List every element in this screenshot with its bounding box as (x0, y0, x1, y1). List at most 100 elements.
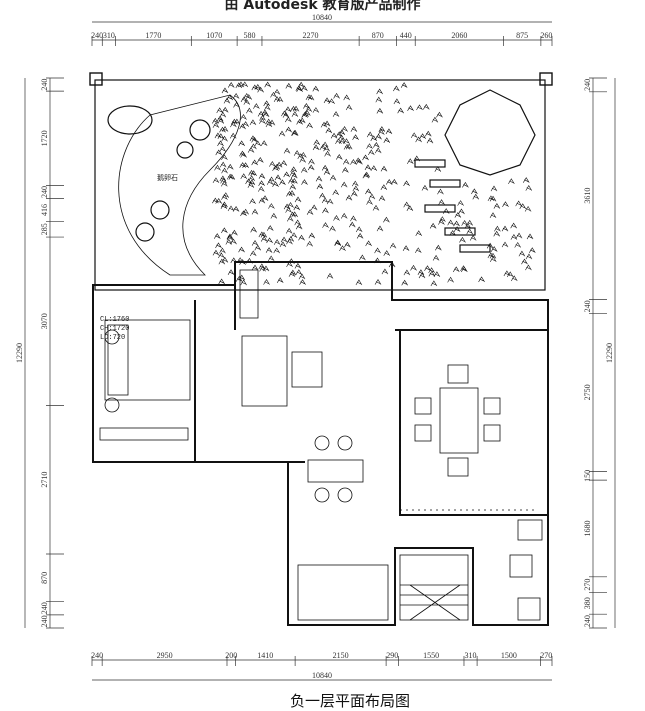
shrub-mark (306, 209, 314, 215)
shrub-mark (294, 262, 302, 269)
shrub-mark (330, 132, 338, 139)
shrub-mark (259, 114, 266, 121)
shrub-mark (249, 250, 257, 257)
shrub-mark (323, 97, 331, 104)
shrub-mark (397, 107, 404, 114)
shrub-mark (306, 122, 313, 129)
storage-shelves (297, 564, 389, 621)
shrub-mark (219, 126, 226, 133)
shrub-mark (282, 112, 290, 118)
shrub-mark (323, 169, 331, 175)
shrub-mark (288, 190, 296, 196)
shrub-mark (290, 172, 298, 179)
shrub-mark (215, 149, 222, 156)
shrub-mark (338, 134, 345, 141)
shrub-mark (214, 164, 221, 171)
shrub-mark (219, 146, 226, 152)
shrub-mark (426, 137, 434, 144)
shrub-mark (407, 105, 414, 111)
shrub-mark (431, 116, 439, 123)
shrub-mark (383, 137, 391, 143)
shrub-mark (518, 250, 526, 257)
shrub-mark (494, 225, 501, 232)
shrub-mark (266, 225, 274, 231)
dimension-label: 290 (386, 651, 398, 660)
shrub-mark (393, 98, 401, 105)
shrub-mark (376, 225, 384, 232)
dimension-label: 310 (465, 651, 477, 660)
shrub-mark (212, 122, 220, 128)
column (539, 72, 553, 86)
shrub-mark (223, 97, 231, 104)
shrub-mark (365, 240, 372, 247)
shrub-mark (298, 117, 306, 124)
dimension-label: 240 (40, 602, 49, 614)
shrub-mark (321, 141, 329, 148)
shrub-mark (312, 107, 320, 113)
shrub-mark (410, 132, 418, 139)
shrub-mark (502, 201, 509, 207)
shrub-mark (306, 240, 313, 247)
dimension-label: 240 (40, 186, 49, 198)
note-ld: LD:720 (100, 334, 125, 342)
dimension-label: 380 (583, 597, 592, 609)
shrub-mark (212, 117, 219, 124)
shrub-mark (373, 141, 380, 148)
dimension-label: 240 (40, 615, 49, 627)
chair (447, 364, 469, 384)
shrub-mark (449, 229, 456, 236)
shrub-mark (326, 272, 334, 279)
shrub-mark (359, 254, 366, 261)
staircase (399, 554, 469, 621)
garden-label: 鹅卵石 (157, 173, 178, 183)
shrub-mark (267, 255, 275, 262)
shrub-mark (447, 219, 454, 226)
shrub-mark (237, 81, 245, 88)
shrub-mark (270, 212, 278, 219)
shrub-mark (380, 184, 388, 191)
shrub-mark (510, 222, 517, 229)
shrub-mark (216, 115, 224, 122)
shrub-mark (227, 269, 235, 275)
shrub-mark (378, 126, 386, 132)
shrub-mark (366, 199, 373, 205)
shrub-mark (293, 204, 301, 211)
shrub-mark (391, 178, 398, 185)
chair (414, 397, 432, 415)
shrub-mark (299, 279, 306, 285)
stone-path (118, 94, 241, 276)
shrub-mark (264, 81, 271, 88)
shrub-mark (342, 158, 350, 165)
shrub-mark (423, 103, 430, 110)
shrub-mark (383, 216, 390, 223)
shrub-mark (239, 123, 246, 130)
shrub-mark (269, 161, 276, 167)
shrub-mark (489, 212, 497, 219)
shrub-mark (345, 143, 353, 150)
dimension-label: 260 (540, 31, 552, 40)
shrub-mark (333, 215, 340, 221)
dimension-label: 1410 (257, 651, 273, 660)
shrub-mark (366, 143, 373, 149)
shrub-mark (297, 81, 305, 88)
shrub-mark (340, 181, 348, 188)
shrub-mark (305, 94, 313, 101)
shrub-mark (221, 180, 228, 187)
shrub-mark (222, 192, 230, 198)
shrub-mark (439, 216, 446, 222)
furniture (99, 269, 543, 621)
shrub-mark (219, 161, 227, 168)
shrub-mark (240, 210, 247, 217)
shrub-mark (279, 179, 286, 186)
shrub-mark (385, 128, 393, 135)
shrub-mark (290, 166, 297, 173)
shrub-mark (226, 94, 233, 101)
dining-table (439, 387, 479, 454)
shrub-mark (283, 147, 291, 154)
shrub-mark (265, 247, 273, 253)
dimension-label: 2710 (40, 472, 49, 488)
shrub-mark (508, 178, 515, 185)
dimension-label: 1500 (501, 651, 517, 660)
shrub-mark (305, 106, 313, 112)
